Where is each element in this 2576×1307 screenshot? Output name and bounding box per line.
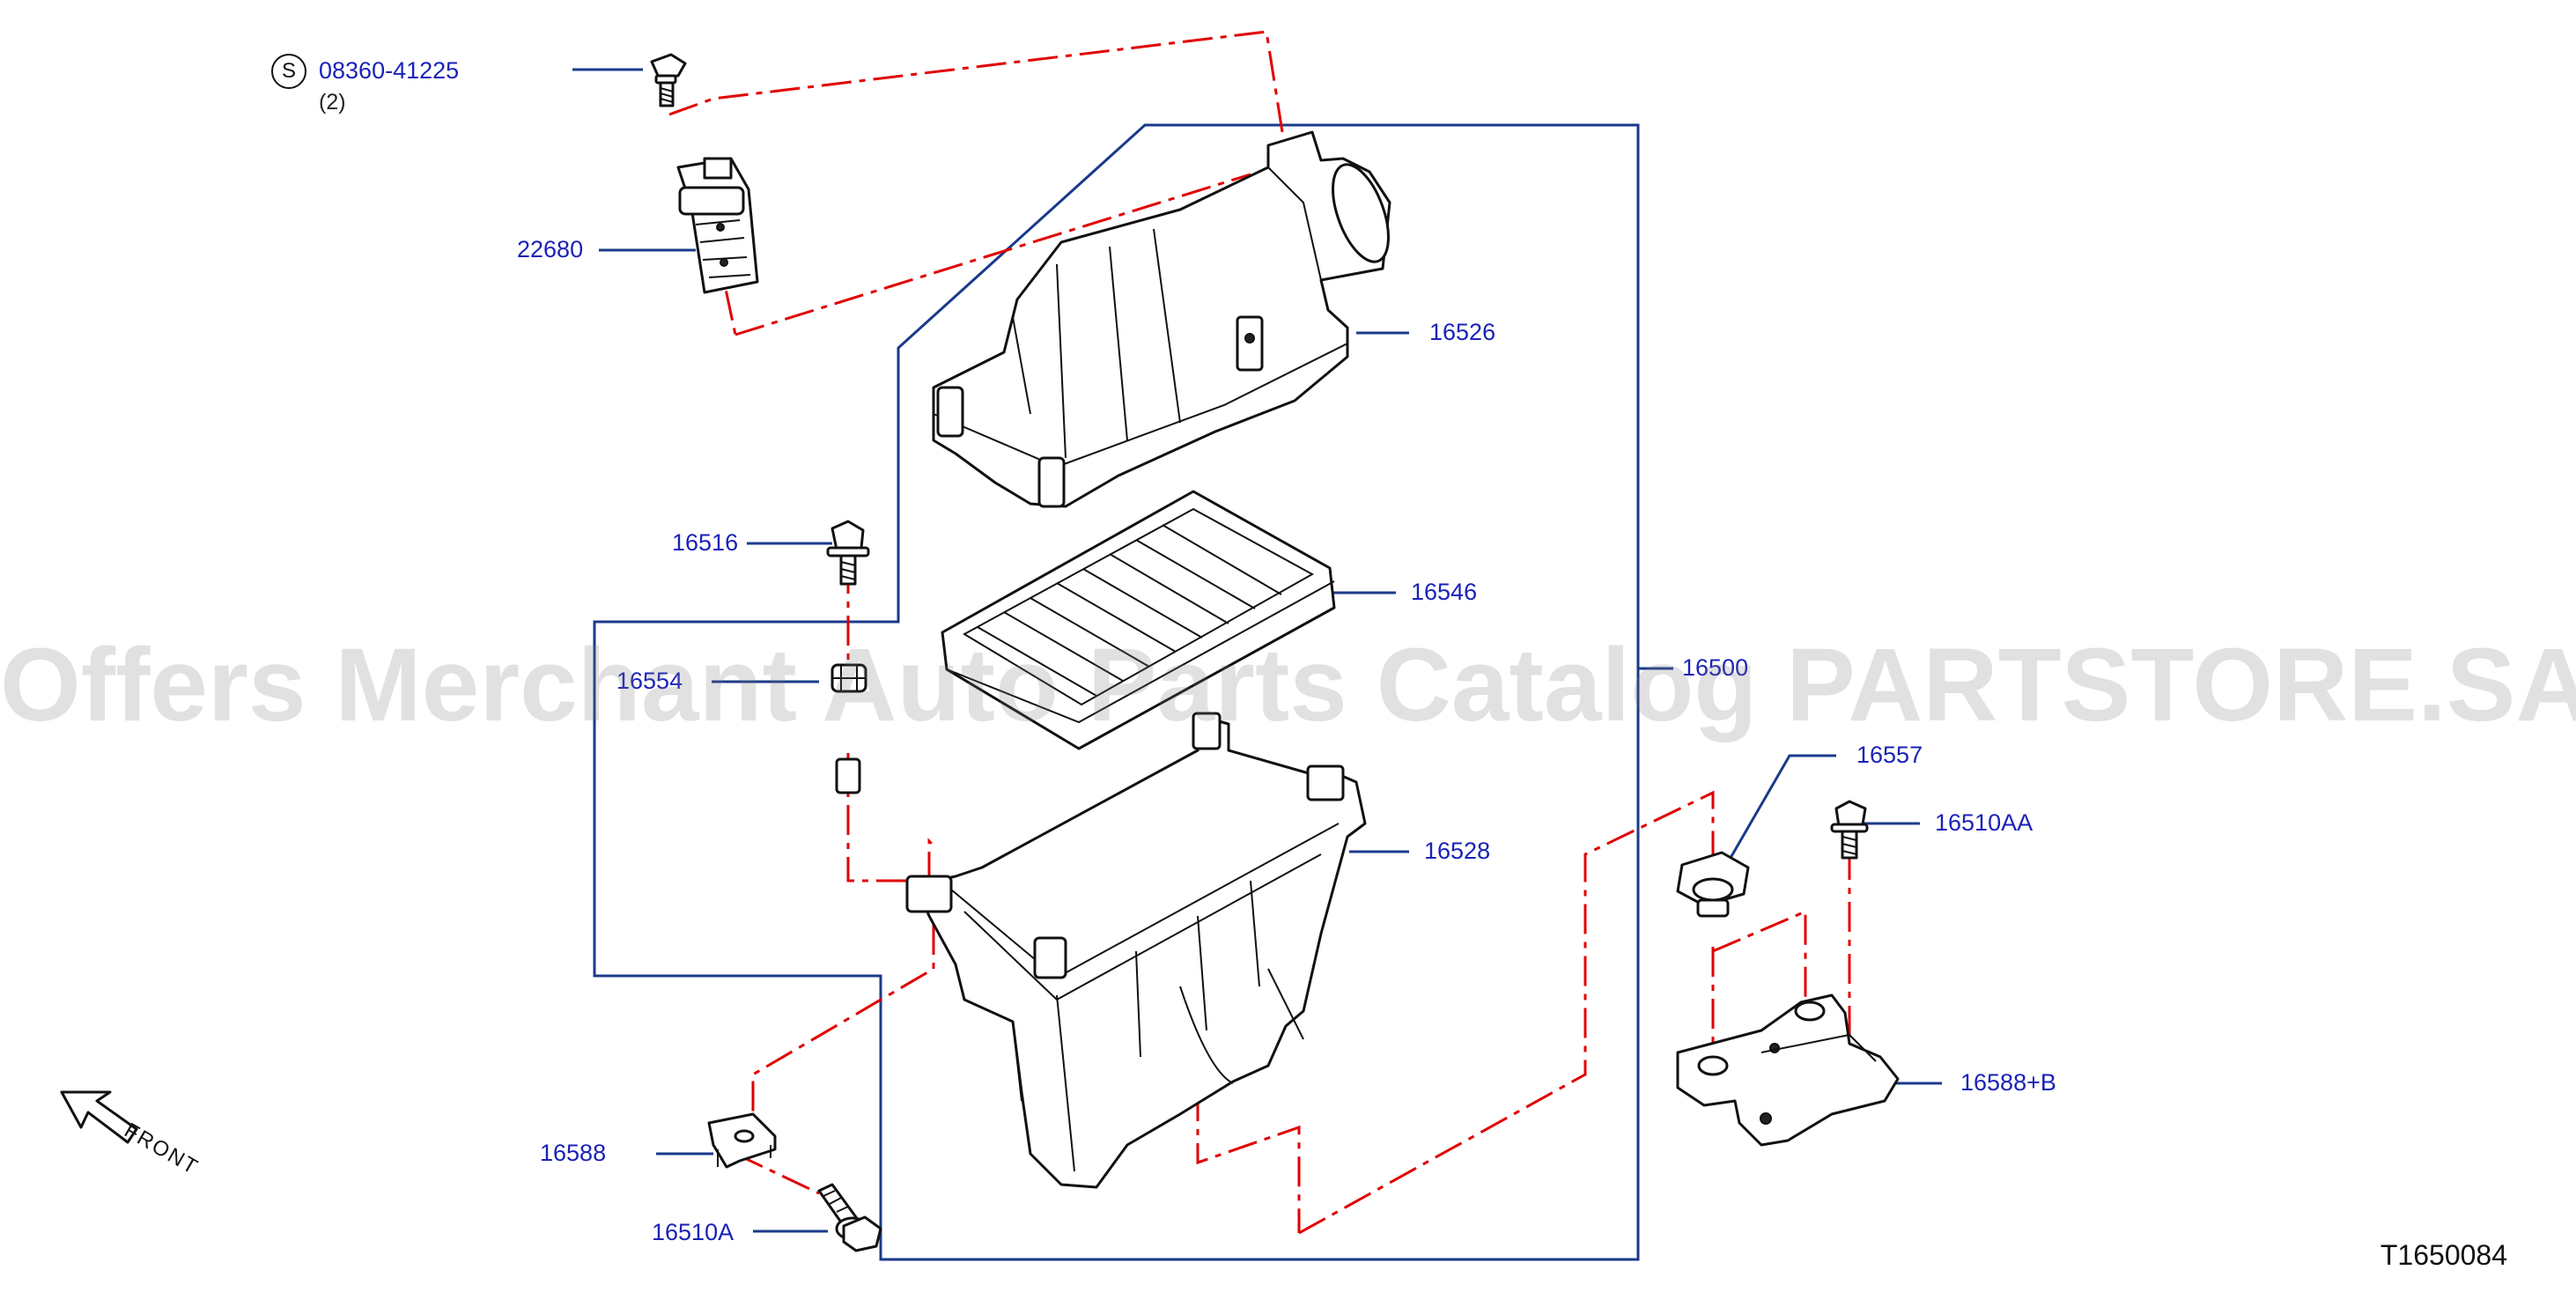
- part-label-16500[interactable]: 16500: [1682, 654, 1749, 681]
- part-label-16588B[interactable]: 16588+B: [1960, 1069, 2056, 1096]
- part-label-16510A[interactable]: 16510A: [652, 1219, 734, 1245]
- part-label-16554[interactable]: 16554: [616, 668, 683, 694]
- leader-lines: [572, 68, 1942, 1233]
- part-label-16528[interactable]: 16528: [1424, 838, 1491, 864]
- part-label-16546[interactable]: 16546: [1411, 579, 1478, 605]
- part-qty-08360-41225: (2): [319, 90, 346, 114]
- part-label-16557[interactable]: 16557: [1856, 742, 1923, 768]
- part-label-16516[interactable]: 16516: [672, 529, 739, 556]
- bolt-16516: [826, 520, 870, 586]
- airflow-sensor-22680: [676, 157, 759, 294]
- bolt-16510AA: [1830, 800, 1869, 860]
- air-cleaner-body-16528: [905, 712, 1367, 1189]
- part-label-16526[interactable]: 16526: [1429, 319, 1496, 345]
- assembly-bracket-16500: [593, 123, 1640, 1261]
- collar: [835, 757, 861, 794]
- mount-bracket-16588B: [1676, 993, 1900, 1147]
- bolt-16510A: [817, 1183, 882, 1252]
- clip-16588: [707, 1112, 777, 1169]
- bolt-08360-41225: [650, 53, 687, 107]
- diagram-code: T1650084: [2380, 1239, 2507, 1271]
- filter-element-16546: [941, 490, 1336, 750]
- part-label-08360-41225[interactable]: 08360-41225: [319, 57, 460, 84]
- grommet-16554: [830, 663, 867, 693]
- part-label-16588[interactable]: 16588: [540, 1140, 607, 1166]
- front-arrow-icon: [60, 1090, 138, 1144]
- nut-16557: [1676, 851, 1750, 918]
- part-label-16510AA[interactable]: 16510AA: [1935, 809, 2033, 836]
- air-cleaner-cover-16526: [932, 130, 1391, 508]
- standard-part-symbol: S: [271, 54, 306, 89]
- part-label-22680[interactable]: 22680: [517, 236, 584, 262]
